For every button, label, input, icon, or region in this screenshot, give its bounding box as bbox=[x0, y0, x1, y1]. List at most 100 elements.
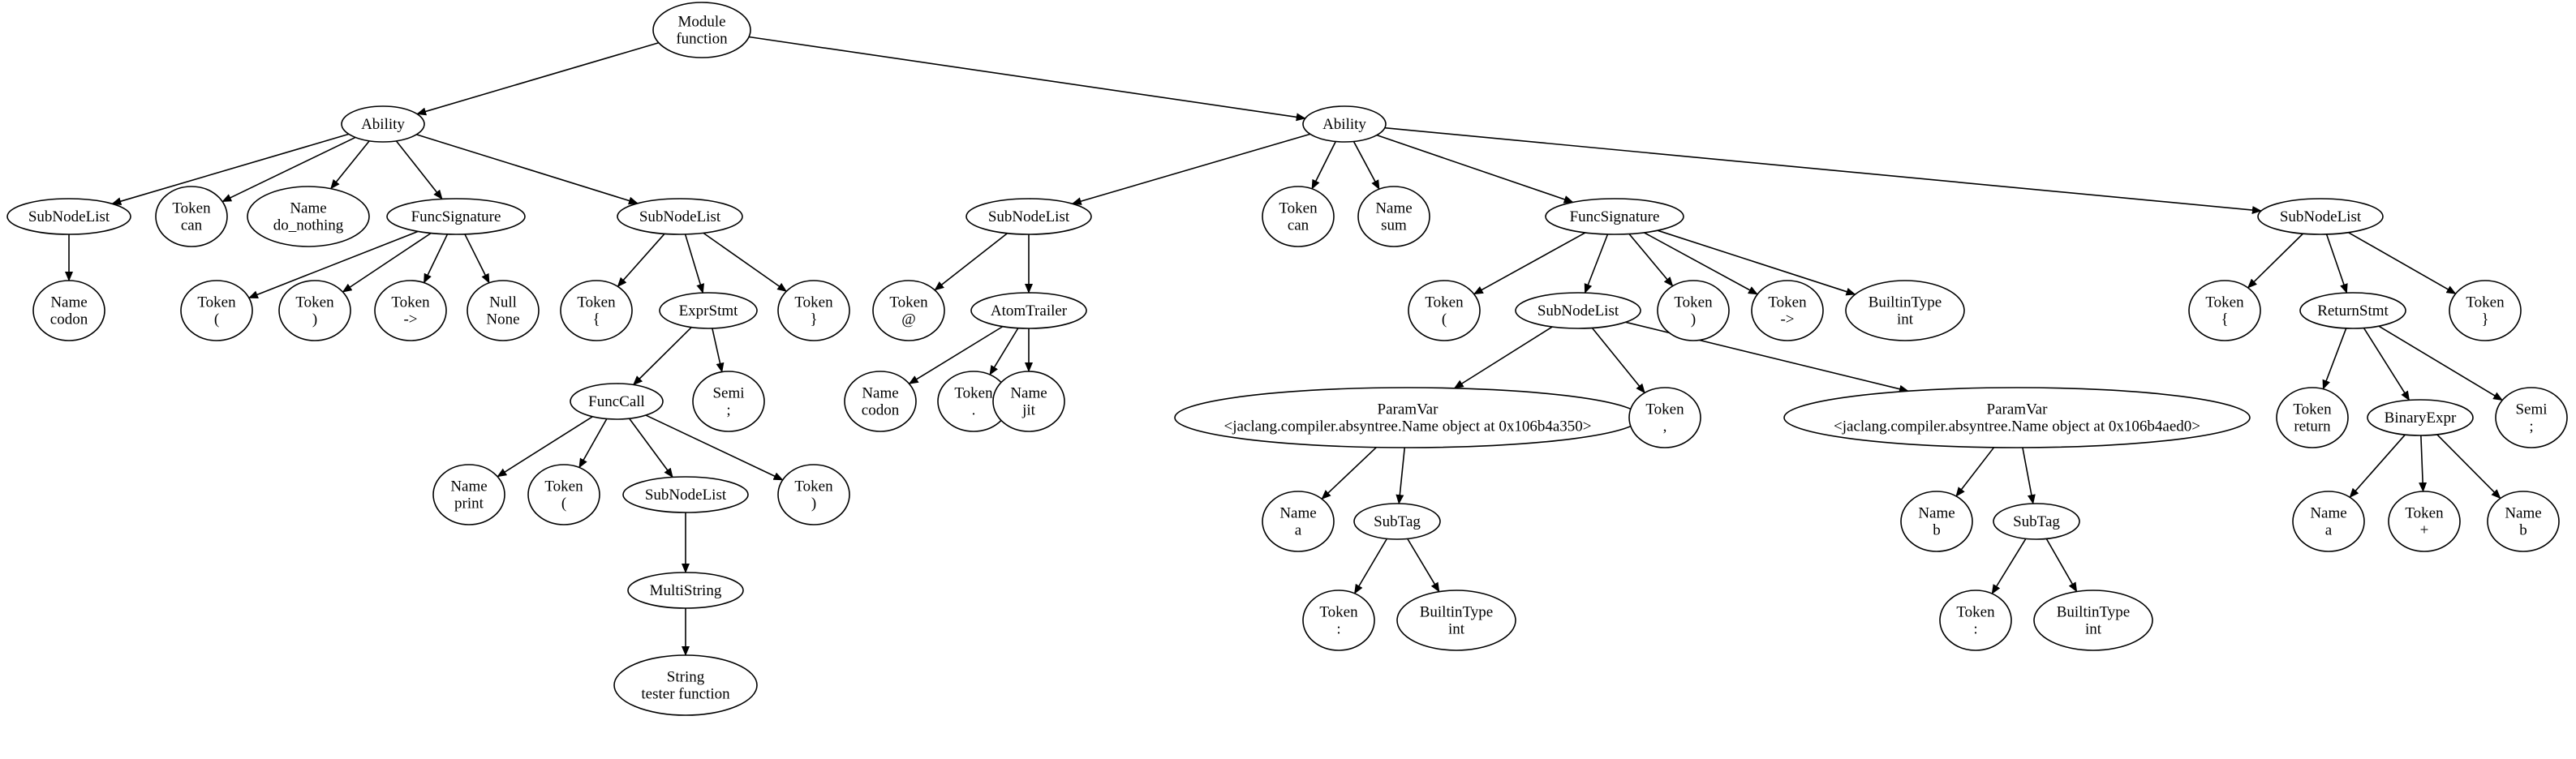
edge-a2_body-to-a2_body_rbrace bbox=[2348, 231, 2457, 294]
edge-a2_pa_subtag-to-a2_pa_type bbox=[1407, 538, 1440, 593]
node-value-label: codon bbox=[50, 311, 88, 328]
node-a2_pb_subtag: SubTag bbox=[1993, 503, 2080, 540]
node-value-label: + bbox=[2420, 522, 2429, 539]
node-shape bbox=[1408, 280, 1481, 341]
node-kind-label: ExprStmt bbox=[679, 302, 739, 319]
node-shape bbox=[2449, 280, 2522, 341]
node-kind-label: Name bbox=[50, 294, 87, 311]
node-kind-label: SubNodeList bbox=[2280, 208, 2362, 225]
node-kind-label: Token bbox=[197, 294, 236, 311]
node-value-label: sum bbox=[1381, 217, 1407, 234]
node-a2_funcsig: FuncSignature bbox=[1545, 198, 1684, 235]
edge-a2_binexpr-to-a2_be_b bbox=[2436, 434, 2501, 500]
edge-a2_params-to-a2_param_a bbox=[1453, 326, 1553, 389]
node-shape bbox=[1396, 590, 1516, 651]
node-value-label: { bbox=[2221, 311, 2228, 328]
node-kind-label: BinaryExpr bbox=[2385, 410, 2457, 427]
node-a1_fc_args: SubNodeList bbox=[622, 476, 749, 513]
node-a1_body: SubNodeList bbox=[617, 198, 743, 235]
node-shape bbox=[777, 280, 850, 341]
node-value-label: can bbox=[181, 217, 203, 234]
node-shape bbox=[777, 464, 850, 525]
node-a2_be_plus: Token+ bbox=[2388, 491, 2461, 552]
node-shape bbox=[1628, 387, 1701, 448]
node-value-label: : bbox=[1973, 621, 1977, 638]
node-kind-label: AtomTrailer bbox=[991, 302, 1068, 319]
node-value-label: ) bbox=[1691, 311, 1696, 328]
node-kind-label: Token bbox=[2405, 505, 2444, 522]
node-value-label: } bbox=[810, 311, 817, 328]
edge-a1_exprstmt-to-a1_semi bbox=[712, 328, 725, 373]
node-kind-label: BuiltinType bbox=[1420, 604, 1494, 621]
node-value-label: return bbox=[2294, 418, 2331, 435]
node-value-label: } bbox=[2481, 311, 2488, 328]
edge-a2_atomtrailer-to-a2_at_dot bbox=[989, 328, 1019, 375]
node-kind-label: ReturnStmt bbox=[2317, 302, 2389, 319]
node-a1_fs_rparen: Token) bbox=[278, 280, 351, 341]
node-kind-label: Token bbox=[1319, 604, 1358, 621]
node-shape bbox=[570, 383, 664, 420]
edge-a2_param_b-to-a2_pb_subtag bbox=[2022, 447, 2036, 505]
edge-ability2-to-a2_name bbox=[1353, 141, 1380, 191]
node-a2_at: Token@ bbox=[872, 280, 945, 341]
node-value-label: ; bbox=[2529, 418, 2533, 435]
node-shape bbox=[1657, 280, 1730, 341]
node-a1_exprstmt: ExprStmt bbox=[659, 292, 758, 329]
node-value-label: . bbox=[972, 402, 976, 419]
edge-a1_body-to-a1_body_lbrace bbox=[617, 233, 665, 288]
node-shape bbox=[617, 198, 743, 235]
edge-module-to-ability2 bbox=[748, 36, 1306, 122]
node-kind-label: Name bbox=[1375, 200, 1412, 217]
node-kind-label: Token bbox=[2293, 401, 2332, 418]
node-kind-label: Null bbox=[489, 294, 517, 311]
node-shape bbox=[527, 464, 600, 525]
node-a1_fs_arrow: Token-> bbox=[374, 280, 447, 341]
node-shape bbox=[613, 654, 758, 716]
edge-a2_return-to-a2_binexpr bbox=[2363, 328, 2410, 401]
node-value-label: @ bbox=[901, 311, 916, 328]
node-shape bbox=[374, 280, 447, 341]
node-kind-label: FuncSignature bbox=[1570, 208, 1660, 225]
edge-a1_body-to-a1_body_rbrace bbox=[703, 232, 788, 292]
edge-a2_param_a-to-a2_pa_name bbox=[1321, 447, 1377, 500]
node-shape bbox=[622, 476, 749, 513]
edge-a1_funcsig-to-a1_fs_lparen bbox=[247, 230, 419, 299]
node-kind-label: Token bbox=[1956, 604, 1995, 621]
edge-a2_return-to-a2_ret_token bbox=[2322, 328, 2347, 390]
node-kind-label: Token bbox=[577, 294, 616, 311]
edge-a2_pb_subtag-to-a2_pb_type bbox=[2045, 538, 2078, 593]
node-value-label: codon bbox=[862, 402, 900, 419]
node-shape bbox=[1751, 280, 1824, 341]
edge-a1_funcsig-to-a1_fs_null bbox=[464, 234, 490, 284]
node-value-label: <jaclang.compiler.absyntree.Name object … bbox=[1223, 418, 1591, 435]
node-shape bbox=[1993, 503, 2080, 540]
node-kind-label: BuiltinType bbox=[2057, 604, 2131, 621]
node-a2_body_lbrace: Token{ bbox=[2188, 280, 2261, 341]
node-a2_param_b: ParamVar<jaclang.compiler.absyntree.Name… bbox=[1783, 387, 2251, 448]
node-kind-label: Name bbox=[2505, 505, 2541, 522]
node-shape bbox=[1900, 491, 1973, 552]
node-kind-label: Token bbox=[2466, 294, 2505, 311]
node-kind-label: Token bbox=[794, 294, 833, 311]
node-kind-label: BuiltinType bbox=[1869, 294, 1942, 311]
node-kind-label: Token bbox=[889, 294, 928, 311]
node-kind-label: Token bbox=[1425, 294, 1464, 311]
node-value-label: do_nothing bbox=[273, 217, 344, 234]
node-kind-label: ParamVar bbox=[1987, 401, 2049, 418]
node-a1_body_rbrace: Token} bbox=[777, 280, 850, 341]
node-a2_param_a: ParamVar<jaclang.compiler.absyntree.Name… bbox=[1174, 387, 1641, 448]
node-shape bbox=[1515, 292, 1641, 329]
node-value-label: b bbox=[1933, 522, 1941, 539]
node-kind-label: Module bbox=[677, 14, 725, 31]
